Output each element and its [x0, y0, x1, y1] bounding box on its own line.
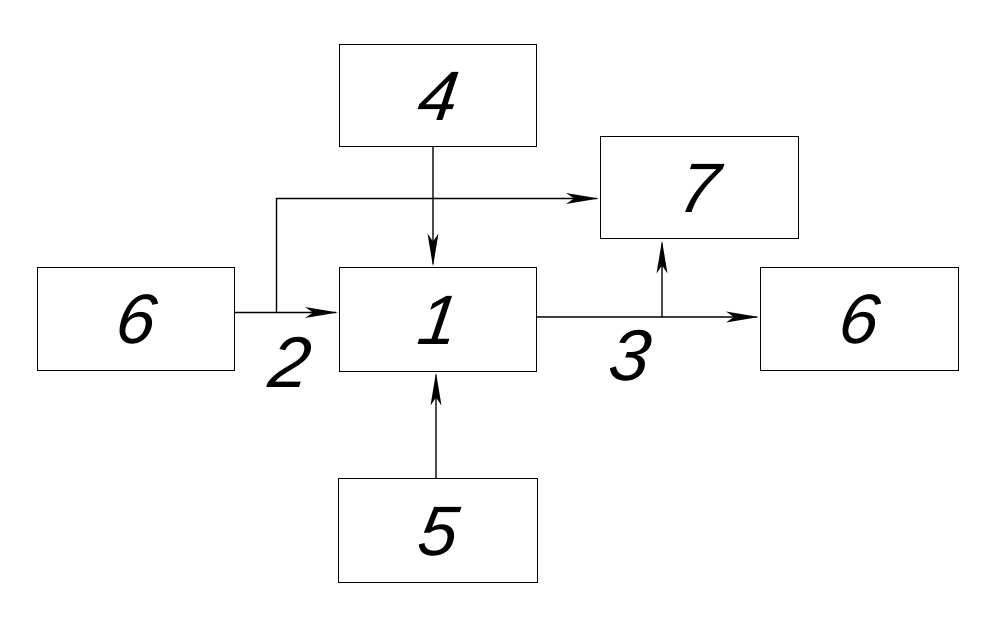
edge-3-branch-to-7 [656, 240, 668, 317]
block-7: 7 [600, 136, 799, 239]
block-1: 1 [339, 267, 537, 372]
block-7-label: 7 [674, 148, 725, 227]
block-5-label: 5 [413, 491, 463, 570]
block-4: 4 [339, 44, 537, 147]
edge-4-to-1 [427, 147, 439, 267]
edge-label-3: 3 [604, 316, 656, 396]
block-6-right-label: 6 [834, 280, 885, 358]
block-6-left: 6 [37, 267, 235, 371]
block-5: 5 [338, 478, 538, 583]
block-1-label: 1 [413, 280, 463, 359]
block-6-right: 6 [760, 267, 959, 371]
block-6-left-label: 6 [111, 280, 161, 358]
edge-5-to-1 [430, 372, 442, 478]
block-4-label: 4 [413, 56, 463, 135]
edge-label-2: 2 [264, 323, 316, 403]
edge-6left-to-1 [235, 307, 338, 318]
